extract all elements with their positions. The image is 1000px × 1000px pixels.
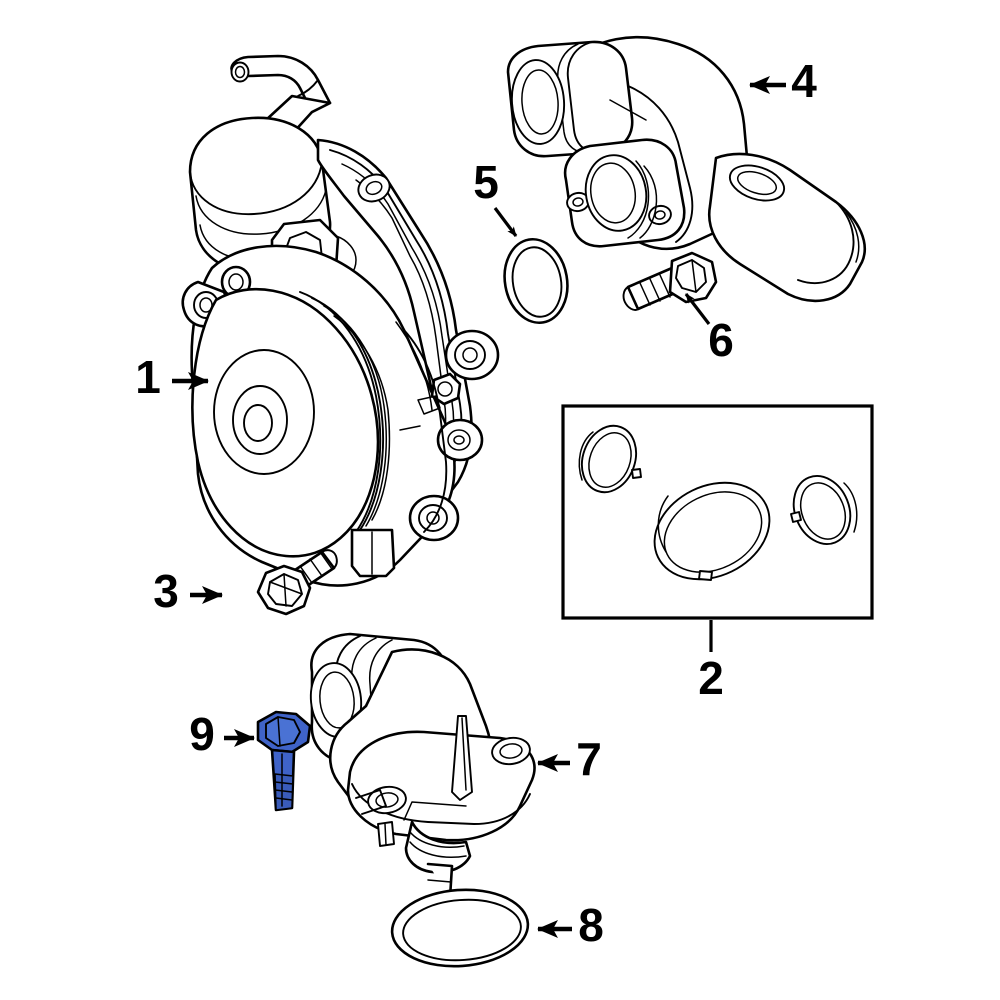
thermostat-valve-stem [404, 820, 472, 900]
gasket-seal-kit[interactable] [561, 404, 874, 620]
callout-8[interactable]: 8 [537, 899, 604, 951]
callout-1[interactable]: 1 [135, 351, 209, 403]
thermostat-housing-o-ring-seal[interactable] [390, 885, 531, 970]
outlet-tube-right-branch [707, 152, 867, 303]
callout-8-label: 8 [578, 899, 604, 951]
callout-6-label: 6 [708, 314, 734, 366]
thermostat-housing-bolt[interactable] [256, 710, 312, 812]
water-pump-bolt[interactable] [256, 549, 338, 616]
callout-7-label: 7 [576, 733, 602, 785]
water-pump-lower-tab [350, 528, 396, 578]
gasket-ring-left [578, 424, 642, 494]
callout-1-label: 1 [135, 351, 161, 403]
outlet-tube-flange-port [563, 138, 686, 248]
thermostat-housing[interactable] [307, 632, 536, 900]
callout-5[interactable]: 5 [473, 156, 518, 237]
coolant-outlet-tube[interactable] [506, 35, 867, 303]
water-pump-boss-upper-right [444, 329, 500, 381]
callout-3[interactable]: 3 [153, 565, 223, 617]
callout-9[interactable]: 9 [189, 708, 255, 760]
gasket-ring-center [653, 481, 771, 581]
water-pump-boss-mid-right [436, 418, 484, 462]
callout-2-label: 2 [698, 652, 724, 704]
callout-4[interactable]: 4 [749, 55, 817, 107]
callout-5-leader [493, 207, 518, 237]
coolant-tube-bolt[interactable] [622, 251, 718, 311]
callout-2[interactable]: 2 [698, 620, 724, 704]
callout-3-label: 3 [153, 565, 179, 617]
thermostat-housing-flange [346, 730, 536, 842]
callout-9-label: 9 [189, 708, 215, 760]
callout-5-label: 5 [473, 156, 499, 208]
water-pump-assembly[interactable] [181, 54, 500, 587]
gasket-ring-right [790, 475, 858, 545]
water-pump-boss-small [430, 372, 462, 406]
callout-6[interactable]: 6 [684, 293, 734, 366]
water-pump-pulley[interactable] [191, 287, 391, 558]
outlet-tube-left-collar [506, 40, 634, 158]
callout-6-leader [684, 293, 711, 325]
callout-7[interactable]: 7 [537, 733, 602, 785]
outlet-tube-o-ring-seal[interactable] [498, 234, 574, 327]
callout-4-label: 4 [791, 55, 817, 107]
